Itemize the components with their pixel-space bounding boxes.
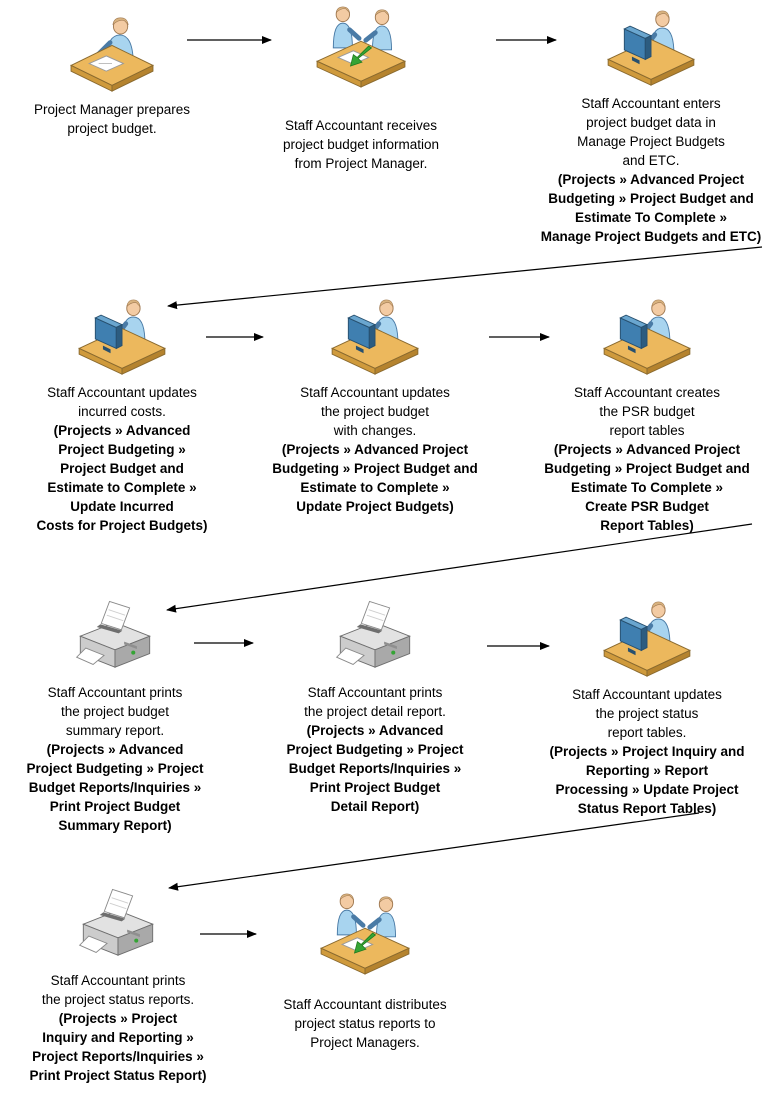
step-caption: Staff Accountant updates the project sta… — [572, 687, 722, 740]
flow-step-print-status-report: Staff Accountant prints the project stat… — [8, 887, 228, 1085]
two-people-desk-icon — [315, 891, 415, 975]
person-computer-icon — [599, 297, 695, 377]
step-menu-path: (Projects » Project Inquiry and Reportin… — [29, 1011, 207, 1083]
printer-icon — [76, 887, 160, 965]
flow-step-update-status-tables: Staff Accountant updates the project sta… — [522, 599, 772, 818]
two-people-desk-icon — [311, 4, 411, 88]
step-caption: Staff Accountant receives project budget… — [282, 118, 440, 171]
person-computer-icon — [603, 8, 699, 88]
flow-step-create-psr-tables: Staff Accountant creates the PSR budget … — [522, 297, 772, 535]
flow-step-enter-budget-data: Staff Accountant enters project budget d… — [528, 8, 774, 246]
step-menu-path: (Projects » Advanced Project Budgeting »… — [544, 442, 750, 533]
step-menu-path: (Projects » Advanced Project Budgeting »… — [36, 423, 208, 533]
step-menu-path: (Projects » Advanced Project Budgeting »… — [26, 742, 204, 833]
flow-step-print-summary-report: Staff Accountant prints the project budg… — [2, 599, 228, 835]
step-caption: Staff Accountant updates incurred costs. — [47, 385, 197, 419]
person-computer-icon — [74, 297, 170, 377]
step-caption: Staff Accountant prints the project budg… — [47, 685, 183, 738]
flow-step-print-detail-report: Staff Accountant prints the project deta… — [259, 599, 491, 816]
printer-icon — [333, 599, 417, 677]
person-computer-icon — [327, 297, 423, 377]
flow-step-distribute-reports: Staff Accountant distributes project sta… — [250, 891, 480, 1052]
flow-step-update-project-budget: Staff Accountant updates the project bud… — [256, 297, 494, 516]
step-caption: Staff Accountant distributes project sta… — [283, 997, 447, 1050]
step-menu-path: (Projects » Project Inquiry and Reportin… — [549, 744, 745, 816]
flow-step-update-incurred-costs: Staff Accountant updates incurred costs.… — [12, 297, 232, 535]
flow-arrow-wrap — [168, 812, 700, 891]
flow-step-receive-budget-info: Staff Accountant receives project budget… — [250, 4, 472, 173]
step-caption: Staff Accountant updates the project bud… — [300, 385, 450, 438]
printer-icon — [73, 599, 157, 677]
step-caption: Staff Accountant prints the project deta… — [304, 685, 446, 719]
step-menu-path: (Projects » Advanced Project Budgeting »… — [272, 442, 478, 514]
step-caption: Project Manager prepares project budget. — [33, 102, 191, 136]
person-computer-icon — [599, 599, 695, 679]
flow-arrow-wrap — [166, 523, 753, 613]
person-desk-icon — [64, 14, 160, 94]
step-menu-path: (Projects » Advanced Project Budgeting »… — [540, 172, 762, 244]
step-menu-path: (Projects » Advanced Project Budgeting »… — [286, 723, 464, 814]
step-caption: Staff Accountant enters project budget d… — [577, 96, 725, 168]
step-caption: Staff Accountant creates the PSR budget … — [573, 385, 721, 438]
flow-step-prepare-budget: Project Manager prepares project budget. — [6, 14, 218, 138]
step-caption: Staff Accountant prints the project stat… — [41, 973, 195, 1007]
